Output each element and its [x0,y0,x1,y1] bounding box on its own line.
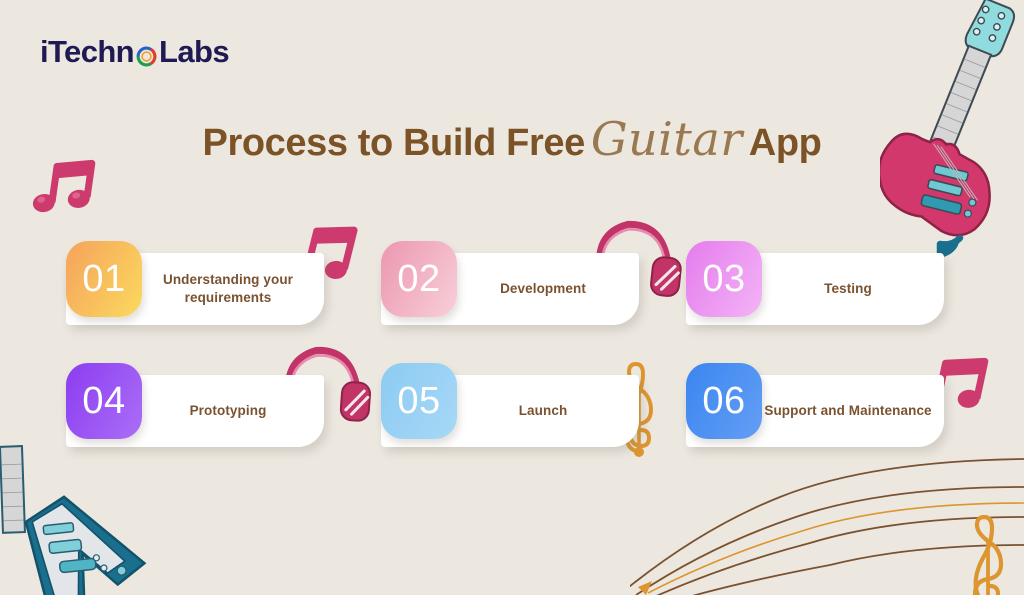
step-number: 03 [702,257,746,300]
logo-text-prefix: iTechn [40,34,135,69]
step-number: 02 [397,257,441,300]
step-label: Understanding your requirements [162,272,294,305]
step-number-badge: 02 [381,241,457,317]
step-number-badge: 05 [381,363,457,439]
process-step-card[interactable]: 04 Prototyping [66,363,324,447]
step-number: 01 [82,257,126,300]
step-label: Testing [824,281,872,297]
title-text-before: Process to Build Free [202,122,586,164]
step-number: 06 [702,379,746,422]
process-step-card[interactable]: 06 Support and Maintenance [686,363,944,447]
step-number-badge: 03 [686,241,762,317]
step-label: Support and Maintenance [764,403,932,419]
title-script-word: Guitar [590,112,743,166]
step-number: 05 [397,379,441,422]
process-step-card[interactable]: 05 Launch [381,363,639,447]
title-text-after: App [748,122,822,164]
ring-o-icon [135,42,158,67]
step-label: Development [500,281,586,297]
logo-text-suffix: Labs [159,34,230,69]
step-number-badge: 06 [686,363,762,439]
process-step-card[interactable]: 01 Understanding your requirements [66,241,324,325]
music-staff-lines-icon [623,455,1024,595]
step-number: 04 [82,379,126,422]
process-step-card[interactable]: 03 Testing [686,241,944,325]
step-number-badge: 04 [66,363,142,439]
step-number-badge: 01 [66,241,142,317]
brand-logo[interactable]: iTechn Labs [40,34,230,69]
step-label: Launch [518,403,568,419]
flying-v-guitar-teal-icon [0,432,178,595]
step-label: Prototyping [189,403,267,419]
process-step-card[interactable]: 02 Development [381,241,639,325]
treble-clef-gold-icon [965,514,1015,595]
